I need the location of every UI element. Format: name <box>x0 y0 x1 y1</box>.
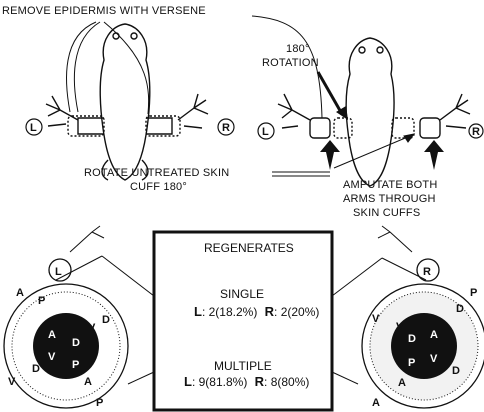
svg-text:R: R <box>472 126 480 138</box>
svg-text:R: R <box>423 266 431 278</box>
right-cross-section: R V P V D A D A D A P V <box>332 226 484 409</box>
svg-text:A: A <box>16 287 24 299</box>
results-single-values: L: 2(18.2%) R: 2(20%) <box>194 304 319 319</box>
svg-text:D: D <box>72 337 80 349</box>
svg-text:L: L <box>262 126 269 138</box>
results-multiple-label: MULTIPLE <box>214 359 272 373</box>
svg-text:V: V <box>48 351 56 363</box>
side-label-right-top: R <box>218 119 234 135</box>
svg-text:V: V <box>8 376 16 388</box>
svg-text:D: D <box>102 314 110 326</box>
caption-amputate-line3: SKIN CUFFS <box>353 207 420 219</box>
svg-text:P: P <box>408 357 415 369</box>
svg-text:A: A <box>430 329 438 341</box>
svg-text:A: A <box>398 377 406 389</box>
caption-amputate-line1: AMPUTATE BOTH <box>343 179 437 191</box>
side-label-left-right-frog: L <box>258 123 274 139</box>
rotation-arrow <box>318 72 348 120</box>
frog-left-illustration <box>46 24 208 180</box>
svg-text:A: A <box>48 329 56 341</box>
svg-text:L: L <box>30 122 37 134</box>
results-box: REGENERATES SINGLE L: 2(18.2%) R: 2(20%)… <box>154 232 332 410</box>
svg-text:D: D <box>452 365 460 377</box>
svg-text:D: D <box>456 303 464 315</box>
caption-remove-epidermis: REMOVE EPIDERMIS WITH VERSENE <box>2 5 206 17</box>
svg-text:P: P <box>96 397 103 409</box>
caption-amputate-line2: ARMS THROUGH <box>343 193 436 205</box>
caption-rotate-line2: CUFF 180° <box>130 181 187 193</box>
svg-text:A: A <box>372 397 380 409</box>
results-title: REGENERATES <box>204 241 294 255</box>
svg-text:V: V <box>396 321 404 333</box>
side-label-right-right-frog: R <box>469 124 483 138</box>
rotate-leader-arrow <box>272 134 414 176</box>
svg-text:V: V <box>430 353 438 365</box>
results-single-label: SINGLE <box>220 287 264 301</box>
caption-rotate-line1: ROTATE UNTREATED SKIN <box>84 167 229 179</box>
rotation-word: ROTATION <box>262 57 319 69</box>
svg-text:P: P <box>38 295 45 307</box>
svg-text:L: L <box>55 266 62 278</box>
svg-text:V: V <box>372 313 380 325</box>
svg-text:P: P <box>72 359 79 371</box>
side-label-left-top: L <box>26 119 42 135</box>
svg-text:D: D <box>408 333 416 345</box>
svg-text:A: A <box>84 376 92 388</box>
amputate-arrows <box>320 140 444 170</box>
svg-text:D: D <box>32 363 40 375</box>
left-cross-section: L A P D V D V A P A D V P <box>4 226 154 409</box>
svg-text:R: R <box>222 122 230 134</box>
svg-text:P: P <box>470 287 477 299</box>
rotation-degrees: 180° <box>286 43 310 55</box>
results-multiple-values: L: 9(81.8%) R: 8(80%) <box>184 374 309 389</box>
svg-text:V: V <box>88 322 96 334</box>
